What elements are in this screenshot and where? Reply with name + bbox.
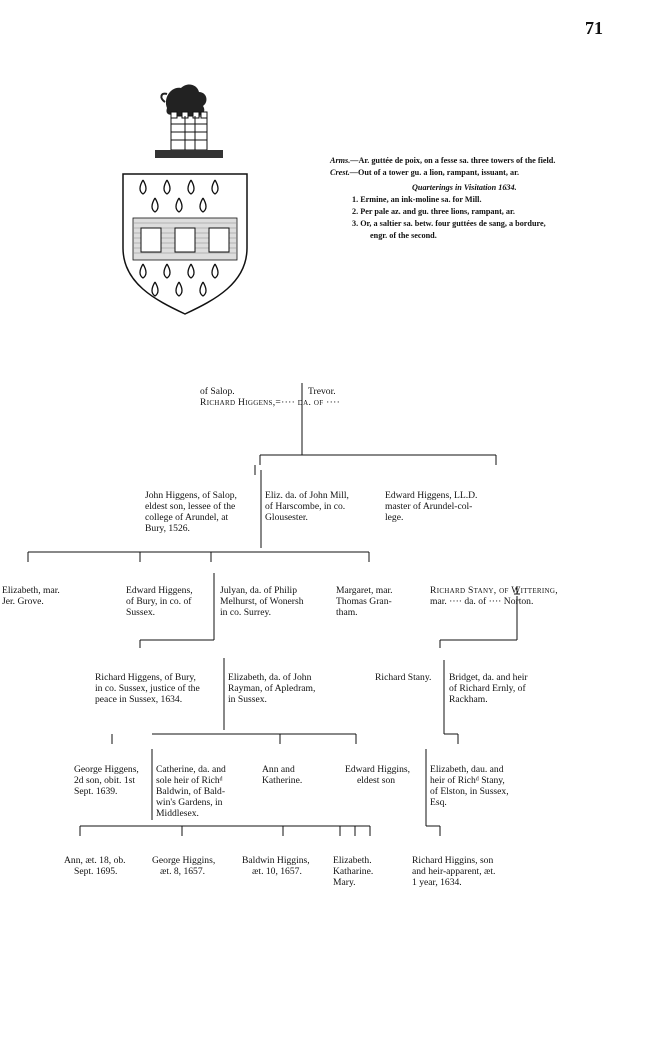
- edward-higgens-llD-entry: Edward Higgens, LL.D.master of Arundel-c…: [385, 490, 478, 523]
- quartering-1: 1. Ermine, an ink-moline sa. for Mill.: [352, 195, 482, 204]
- coat-of-arms: [122, 84, 248, 315]
- ann-entry: Ann, æt. 18, ob.Sept. 1695.: [64, 855, 126, 877]
- quarterings-heading: Quarterings in Visitation 1634.: [412, 183, 517, 192]
- page-number: 71: [585, 18, 603, 38]
- baldwin-higgins-entry: Baldwin Higgins,æt. 10, 1657.: [242, 855, 310, 877]
- richard-higgens-bury-entry: Richard Higgens, of Bury,in co. Sussex, …: [95, 672, 200, 705]
- elizabeth-katharine-mary-entry: Elizabeth.Katharine.Mary.: [333, 855, 374, 888]
- crest-label: Crest.—: [330, 168, 358, 177]
- quartering-2: 2. Per pale az. and gu. three lions, ram…: [352, 207, 515, 216]
- arms-description: Arms.—Ar. guttée de poix, on a fesse sa.…: [330, 155, 555, 246]
- arms-text: Ar. guttée de poix, on a fesse sa. three…: [358, 156, 556, 165]
- richard-stany-entry: Richard Stany.: [375, 672, 432, 683]
- margaret-entry: Margaret, mar.Thomas Gran-tham.: [336, 585, 393, 618]
- elizabeth-grove-entry: Elizabeth, mar.Jer. Grove.: [2, 585, 60, 607]
- edward-higgins-entry: Edward Higgins,eldest son: [345, 764, 411, 786]
- eliz-mill-entry: Eliz. da. of John Mill,of Harscombe, in …: [265, 490, 349, 523]
- fesse-icon: [132, 217, 238, 261]
- arms-label: Arms.—: [330, 156, 359, 165]
- quartering-3: 3. Or, a saltier sa. betw. four guttées …: [352, 219, 546, 228]
- richard-higgens-entry: Richard Higgens,=···· da. of ···· of Sal…: [200, 386, 341, 408]
- george-higgins-entry: George Higgins,æt. 8, 1657.: [152, 855, 216, 877]
- richard-stany-elder-entry: Richard Stany, of Wittering,mar. ···· da…: [430, 585, 558, 607]
- crest-text: Out of a tower gu. a lion, rampant, issu…: [357, 168, 520, 177]
- gutte-drops-icon: [139, 179, 219, 297]
- quartering-3-cont: engr. of the second.: [370, 231, 437, 240]
- crest-tower-icon: [170, 111, 208, 151]
- john-higgens-entry: John Higgens, of Salop,eldest son, lesse…: [145, 490, 237, 534]
- wreath-icon: [155, 150, 223, 158]
- crest-lion-icon: [160, 84, 207, 121]
